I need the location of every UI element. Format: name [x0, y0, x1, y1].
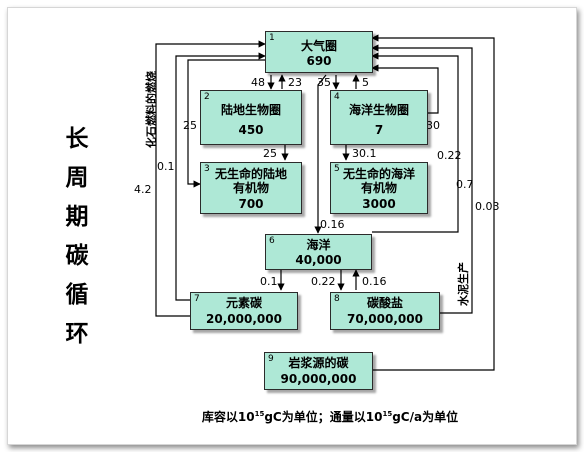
- reservoir-ocean: 6 海洋 40,000: [265, 234, 372, 270]
- arrow-element-to-atm: [175, 52, 266, 301]
- box-number: 4: [334, 92, 340, 102]
- flow-label: 25: [263, 147, 277, 160]
- arrow-marine-outer-loop: [371, 64, 439, 114]
- reservoir-dead-marine-organic: 5 无生命的海洋 有机物 3000: [330, 162, 428, 214]
- flow-label: 0.7: [456, 178, 474, 191]
- flow-label: 35: [317, 76, 331, 89]
- box-name: 碳酸盐: [366, 296, 403, 310]
- unit-note-suffix: gC/a为单位: [392, 410, 459, 424]
- box-value: 40,000: [295, 253, 342, 267]
- box-value: 20,000,000: [206, 312, 282, 326]
- unit-note-exponent: 15: [382, 410, 393, 418]
- title-char: 循: [65, 282, 89, 308]
- flow-label: 0.22: [437, 149, 462, 162]
- reservoir-carbonate: 8 碳酸盐 70,000,000: [330, 292, 440, 330]
- box-name: 无生命的海洋: [342, 167, 415, 181]
- flow-label: 0.16: [320, 218, 345, 231]
- box-name: 元素碳: [225, 296, 262, 310]
- cement-label: 水泥生产: [456, 262, 470, 306]
- arrow-carbonate-to-atm: [371, 44, 473, 314]
- box-number: 1: [269, 33, 275, 43]
- flow-label: 25: [183, 119, 197, 132]
- flow-label: 0.16: [362, 275, 387, 288]
- flow-label: 48: [251, 76, 265, 89]
- box-value: 450: [238, 123, 264, 137]
- unit-note-exponent: 15: [254, 410, 265, 418]
- arrow-land-outer-loop: [187, 59, 265, 188]
- side-title: 长 周 期 碳 循 环: [62, 120, 92, 354]
- reservoir-magma-carbon: 9 岩浆源的碳 90,000,000: [264, 352, 373, 390]
- box-name: 海洋生物圈: [348, 103, 409, 117]
- box-name: 有机物: [360, 181, 397, 195]
- flow-label: 23: [288, 76, 302, 89]
- box-number: 7: [194, 294, 200, 304]
- reservoir-elemental-carbon: 7 元素碳 20,000,000: [190, 292, 298, 330]
- box-value: 7: [374, 123, 384, 137]
- reservoir-atmosphere: 1 大气圈 690: [265, 31, 373, 73]
- box-number: 3: [204, 164, 210, 174]
- fossil-fuel-label: 化石燃料的燃烧: [144, 71, 158, 148]
- box-name: 无生命的陆地: [214, 167, 287, 181]
- title-char: 周: [65, 165, 89, 191]
- box-value: 700: [238, 197, 264, 211]
- arrow-magma-to-atm: [371, 34, 495, 371]
- unit-note: 库容以1015gC为单位；通量以1015gC/a为单位: [170, 408, 490, 425]
- flow-label: 5: [362, 76, 369, 89]
- title-char: 碳: [65, 243, 89, 269]
- title-char: 期: [65, 204, 89, 230]
- box-value: 3000: [362, 197, 396, 211]
- arrow-atm-to-ocean: [314, 74, 327, 234]
- flow-label: 4.2: [134, 183, 152, 196]
- box-value: 70,000,000: [347, 312, 423, 326]
- box-number: 9: [268, 354, 274, 364]
- box-number: 8: [334, 294, 340, 304]
- flow-label: 30: [426, 119, 440, 132]
- box-name: 有机物: [232, 181, 269, 195]
- box-number: 6: [269, 236, 275, 246]
- title-char: 环: [65, 321, 89, 347]
- box-number: 2: [204, 92, 210, 102]
- box-number: 5: [334, 164, 340, 174]
- box-name: 岩浆源的碳: [288, 356, 349, 370]
- box-name: 陆地生物圈: [220, 103, 281, 117]
- box-value: 90,000,000: [280, 372, 357, 386]
- box-value: 690: [306, 54, 332, 68]
- arrow-dead-marine-to-atm: [371, 52, 459, 233]
- flow-label: 30.1: [352, 147, 377, 160]
- reservoir-marine-biosphere: 4 海洋生物圈 7: [330, 90, 428, 145]
- flow-label: 0.03: [475, 200, 500, 213]
- title-char: 长: [65, 126, 89, 152]
- box-name: 海洋: [306, 238, 331, 252]
- flow-label: 0.1: [157, 160, 175, 173]
- box-name: 大气圈: [300, 39, 337, 53]
- reservoir-land-biosphere: 2 陆地生物圈 450: [200, 90, 302, 145]
- unit-note-mid: gC为单位；通量以10: [264, 410, 383, 424]
- unit-note-prefix: 库容以10: [201, 410, 255, 424]
- flow-label: 0.22: [311, 275, 336, 288]
- reservoir-dead-land-organic: 3 无生命的陆地 有机物 700: [200, 162, 302, 214]
- arrow-element-outer: [155, 40, 266, 317]
- flow-label: 0.1: [260, 275, 278, 288]
